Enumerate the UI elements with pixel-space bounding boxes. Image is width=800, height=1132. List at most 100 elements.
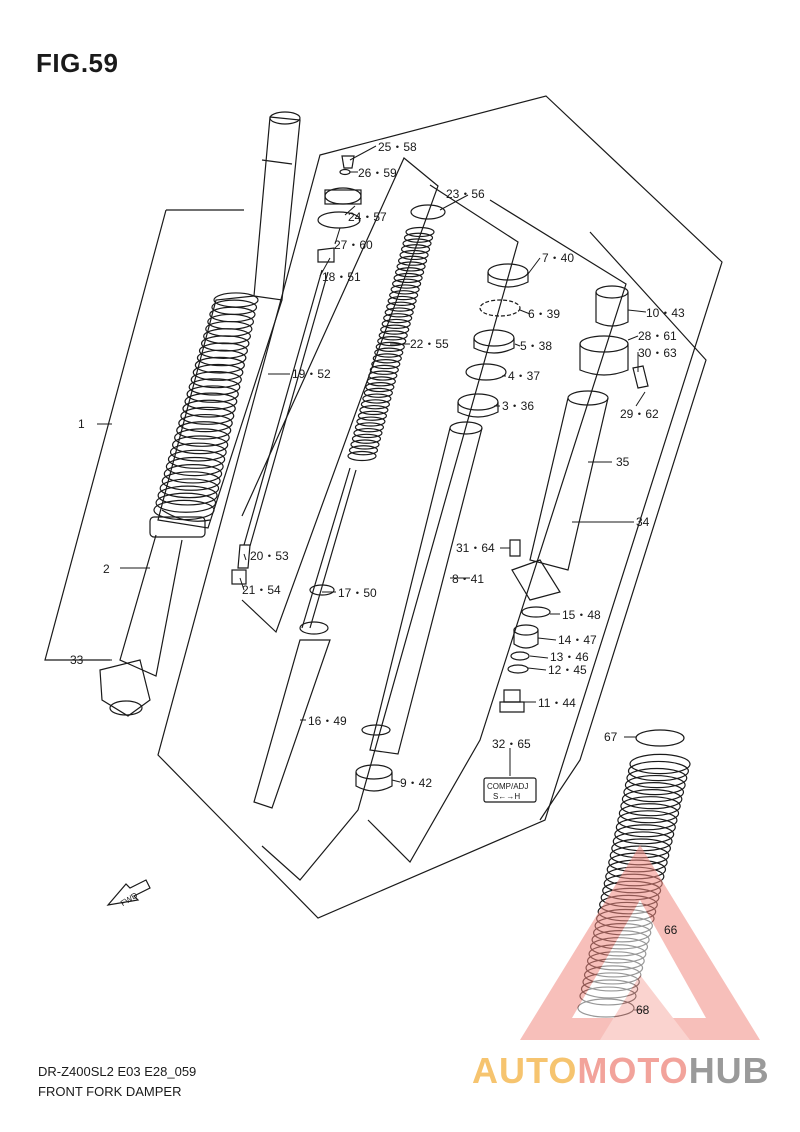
boot1-rib [192,363,244,381]
boot1-rib [159,478,220,499]
spring-rib [383,313,413,324]
spring-rib [378,330,408,341]
boot-clamp-upper [635,729,685,747]
spring-rod [253,467,357,809]
spring-seat-ring [410,204,446,220]
callout-c17: 17・50 [338,586,377,600]
callout-c32: 32・65 [492,737,531,751]
boot1-rib [190,371,242,389]
callout-c2: 2 [103,562,110,576]
callout-c11: 11・44 [538,696,576,710]
callout-c27: 27・60 [334,238,373,252]
leader-lines [92,145,647,1011]
boot2-rib [629,753,691,775]
callout-c34: 34 [636,515,650,529]
watermark-text: AUTOMOTOHUB [472,1050,770,1092]
boot1-rib [184,392,238,411]
callout-c29: 29・62 [620,407,659,421]
boot1-rib [153,499,215,521]
spring-rib [380,324,410,335]
callout-c21: 21・54 [242,583,281,597]
watermark-part1: AUTO [472,1050,578,1091]
callout-c18: 18・51 [322,270,361,284]
callout-c10: 10・43 [646,306,685,320]
boot1-rib [180,406,235,425]
boot2-rib [623,781,685,803]
fork-spring [347,226,435,462]
callout-c15: 15・48 [562,608,601,622]
callout-c20: 20・53 [250,549,289,563]
spring-rib [392,278,422,289]
callout-c68: 68 [636,1003,650,1017]
boot1-rib [198,342,248,359]
callout-c3: 3・36 [502,399,534,413]
inner-tube [355,421,483,792]
callout-c24: 24・57 [348,210,387,224]
outer-tube-assembly [99,111,301,717]
bushings [457,263,529,418]
spring-rib [351,433,382,444]
boot2-rib [626,767,688,789]
boot1-rib [157,485,218,506]
boot1-rib [182,399,236,418]
watermark-logo [520,845,760,1040]
damper-rod [231,269,329,585]
callout-c7: 7・40 [542,251,574,265]
boot2-rib [620,796,681,817]
watermark-part3: HUB [688,1050,770,1091]
spring-rib [403,232,434,243]
adjuster-tag-line2: S←→H [493,792,520,801]
callout-c30: 30・63 [638,346,677,360]
callout-c22: 22・55 [410,337,449,351]
frame-spring [261,184,519,881]
boot1-rib [196,349,247,367]
boot1-rib [163,464,223,484]
frame-tube [367,199,627,863]
callout-c8: 8・41 [452,572,484,586]
callout-c67: 67 [604,730,618,744]
spring-rib [405,226,435,238]
boot1-rib [174,428,230,447]
watermark-part2: MOTO [577,1050,689,1091]
spring-rib [397,255,428,266]
spring-rib [369,364,399,375]
spring-rib [396,261,426,272]
callout-c26: 26・59 [358,166,397,180]
spring-rib [359,404,389,416]
callout-c6: 6・39 [528,307,560,321]
spring-rib [399,249,429,261]
spring-rib [375,341,405,352]
spring-rib [372,353,402,364]
callout-c31: 31・64 [456,541,495,555]
callout-c9: 9・42 [400,776,432,790]
spring-rib [386,301,416,312]
spring-rib [356,416,386,427]
spring-rib [393,272,423,284]
callout-c13: 13・46 [550,650,589,664]
boot1-rib [186,385,239,403]
boot1-rib [178,413,233,433]
boot2-rib [627,760,689,782]
callout-c12: 12・45 [548,663,587,677]
adjuster-tag-line1: COMP/ADJ [487,782,528,791]
spring-rib [389,290,419,301]
spring-rib [381,318,411,329]
boot2-rib [614,824,675,845]
frame-outer [44,209,167,661]
adjuster-tag-text: COMP/ADJ S←→H [487,782,528,801]
spring-rib [362,393,392,404]
callout-c33: 33 [70,653,84,667]
spring-rib [363,387,393,398]
boot1-rib [165,456,224,477]
figure-title: FIG.59 [36,48,119,78]
spring-rib [402,238,432,249]
spring-rib [371,359,401,370]
spring-rib [394,267,425,278]
boot1-rib [161,471,221,491]
boot1-rib [169,442,227,462]
boot2-rib [617,810,678,831]
spring-rib [354,422,385,433]
figure-name: FRONT FORK DAMPER [38,1084,182,1099]
boot2-rib [618,803,680,824]
